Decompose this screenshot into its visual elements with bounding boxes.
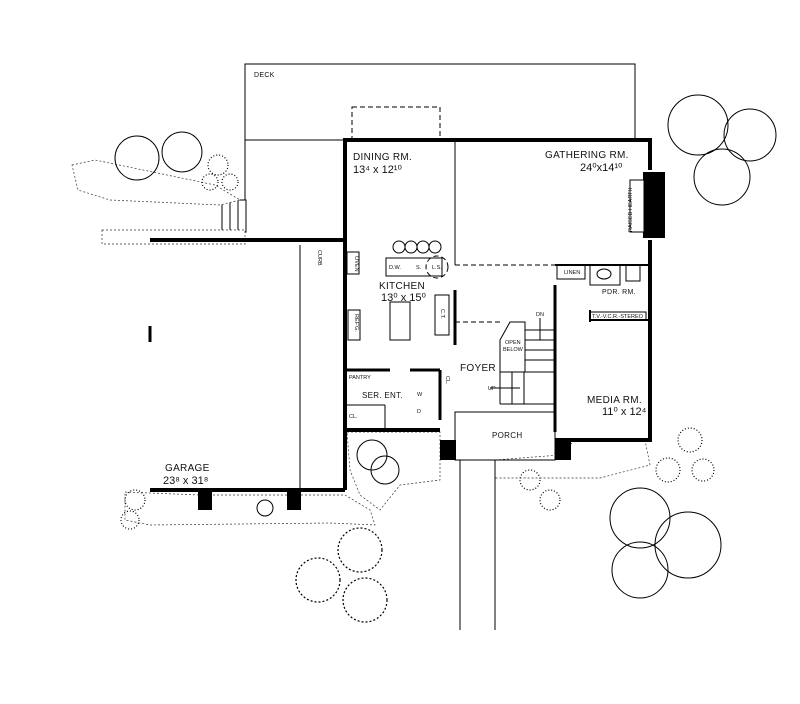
kitchen-label: KITCHEN xyxy=(379,281,425,292)
closet-label: CL. xyxy=(349,414,358,420)
garage-size: 23⁸ x 31⁸ xyxy=(163,475,208,487)
powder-room-label: PDR. RM. xyxy=(602,289,636,296)
washer-label: W xyxy=(417,392,423,398)
linen-label: LINEN xyxy=(564,270,580,276)
lazy-susan-label: L.S. xyxy=(432,265,442,271)
powder-room-fixtures xyxy=(556,264,647,321)
refrigerator-label: REF'G. xyxy=(353,314,359,332)
trees xyxy=(114,94,777,623)
shrubs xyxy=(120,154,715,623)
closet-label-2: CL. xyxy=(444,376,450,385)
garage: CURB xyxy=(148,238,345,510)
kitchen-island xyxy=(389,301,411,341)
kitchen-fixtures: D.W. S. L.S. OVEN REF'G. C.T. xyxy=(346,240,450,341)
deck-label: DECK xyxy=(254,72,275,79)
tv-vcr-stereo-label: T.V.-V.C.R.-STEREO xyxy=(592,314,644,320)
media-room-label: MEDIA RM. xyxy=(587,395,642,406)
porch-label: PORCH xyxy=(492,431,522,440)
foyer-label: FOYER xyxy=(460,363,496,374)
pantry-label: PANTRY xyxy=(349,375,371,381)
curb-label: CURB xyxy=(316,250,322,266)
raised-hearth-label: RAISED HEARTH xyxy=(628,187,634,232)
sink-label: S. xyxy=(416,265,422,271)
deck-steps xyxy=(221,199,247,233)
gathering-room-label: GATHERING RM. xyxy=(545,150,629,161)
dining-room-label: DINING RM. xyxy=(353,152,412,163)
stair-up-label: UP xyxy=(488,386,496,392)
cooktop-label: C.T. xyxy=(439,309,445,319)
open-below-label-2: BELOW xyxy=(503,347,524,353)
stair-down-label: DN xyxy=(536,312,544,318)
kitchen-size: 13⁰ x 15⁰ xyxy=(381,292,426,304)
planting-beds xyxy=(71,159,651,526)
garage-label: GARAGE xyxy=(165,463,210,474)
media-room-size: 11⁰ x 12⁴ xyxy=(602,406,647,418)
service-entry-label: SER. ENT. xyxy=(362,391,403,400)
dishwasher-label: D.W. xyxy=(389,265,401,271)
deck: DECK xyxy=(244,63,636,200)
fireplace xyxy=(643,172,665,238)
dryer-label: D xyxy=(417,409,421,415)
open-below-label: OPEN xyxy=(505,340,521,346)
room-labels: DINING RM. 13⁴ x 12¹⁰ GATHERING RM. 24⁰x… xyxy=(163,150,647,487)
house-walls xyxy=(343,138,665,630)
oven-label: OVEN xyxy=(353,256,359,272)
gathering-room-size: 24⁰x14¹⁰ xyxy=(580,162,623,174)
staircase: DN OPEN BELOW UP xyxy=(488,312,555,405)
dining-room-size: 13⁴ x 12¹⁰ xyxy=(353,164,402,176)
porch xyxy=(454,411,556,461)
